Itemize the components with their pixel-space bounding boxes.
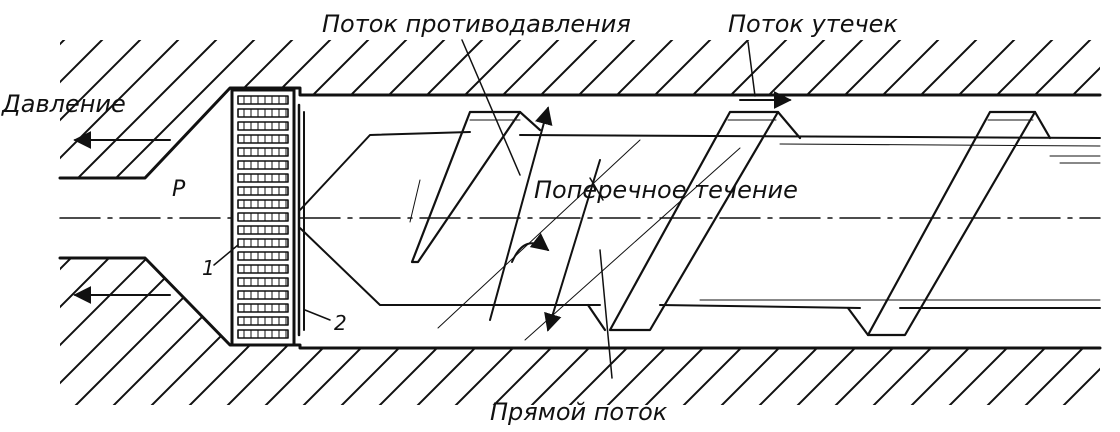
label-part-1: 1 — [202, 256, 215, 280]
label-p: P — [172, 177, 186, 202]
flow-arrows — [73, 91, 792, 341]
label-part-2: 2 — [334, 311, 347, 335]
rotation-arrow — [511, 232, 550, 263]
label-backpressure-flow: Поток противодавления — [322, 10, 631, 38]
barrel-wall-bottom — [60, 258, 1100, 405]
label-direct-flow: Прямой поток — [490, 398, 668, 426]
leader-lines — [213, 39, 756, 379]
cross-flow-down-arrow — [544, 159, 601, 332]
label-pressure: Давление — [1, 90, 126, 118]
screw-flights — [409, 110, 1052, 337]
barrel-wall-top — [60, 40, 1100, 178]
label-leakage-flow: Поток утечек — [728, 10, 898, 38]
breaker-plate — [230, 88, 305, 347]
screw-shaft — [299, 131, 1101, 309]
label-cross-flow: Поперечное течение — [534, 176, 798, 204]
cross-flow-up-arrow — [489, 106, 553, 321]
